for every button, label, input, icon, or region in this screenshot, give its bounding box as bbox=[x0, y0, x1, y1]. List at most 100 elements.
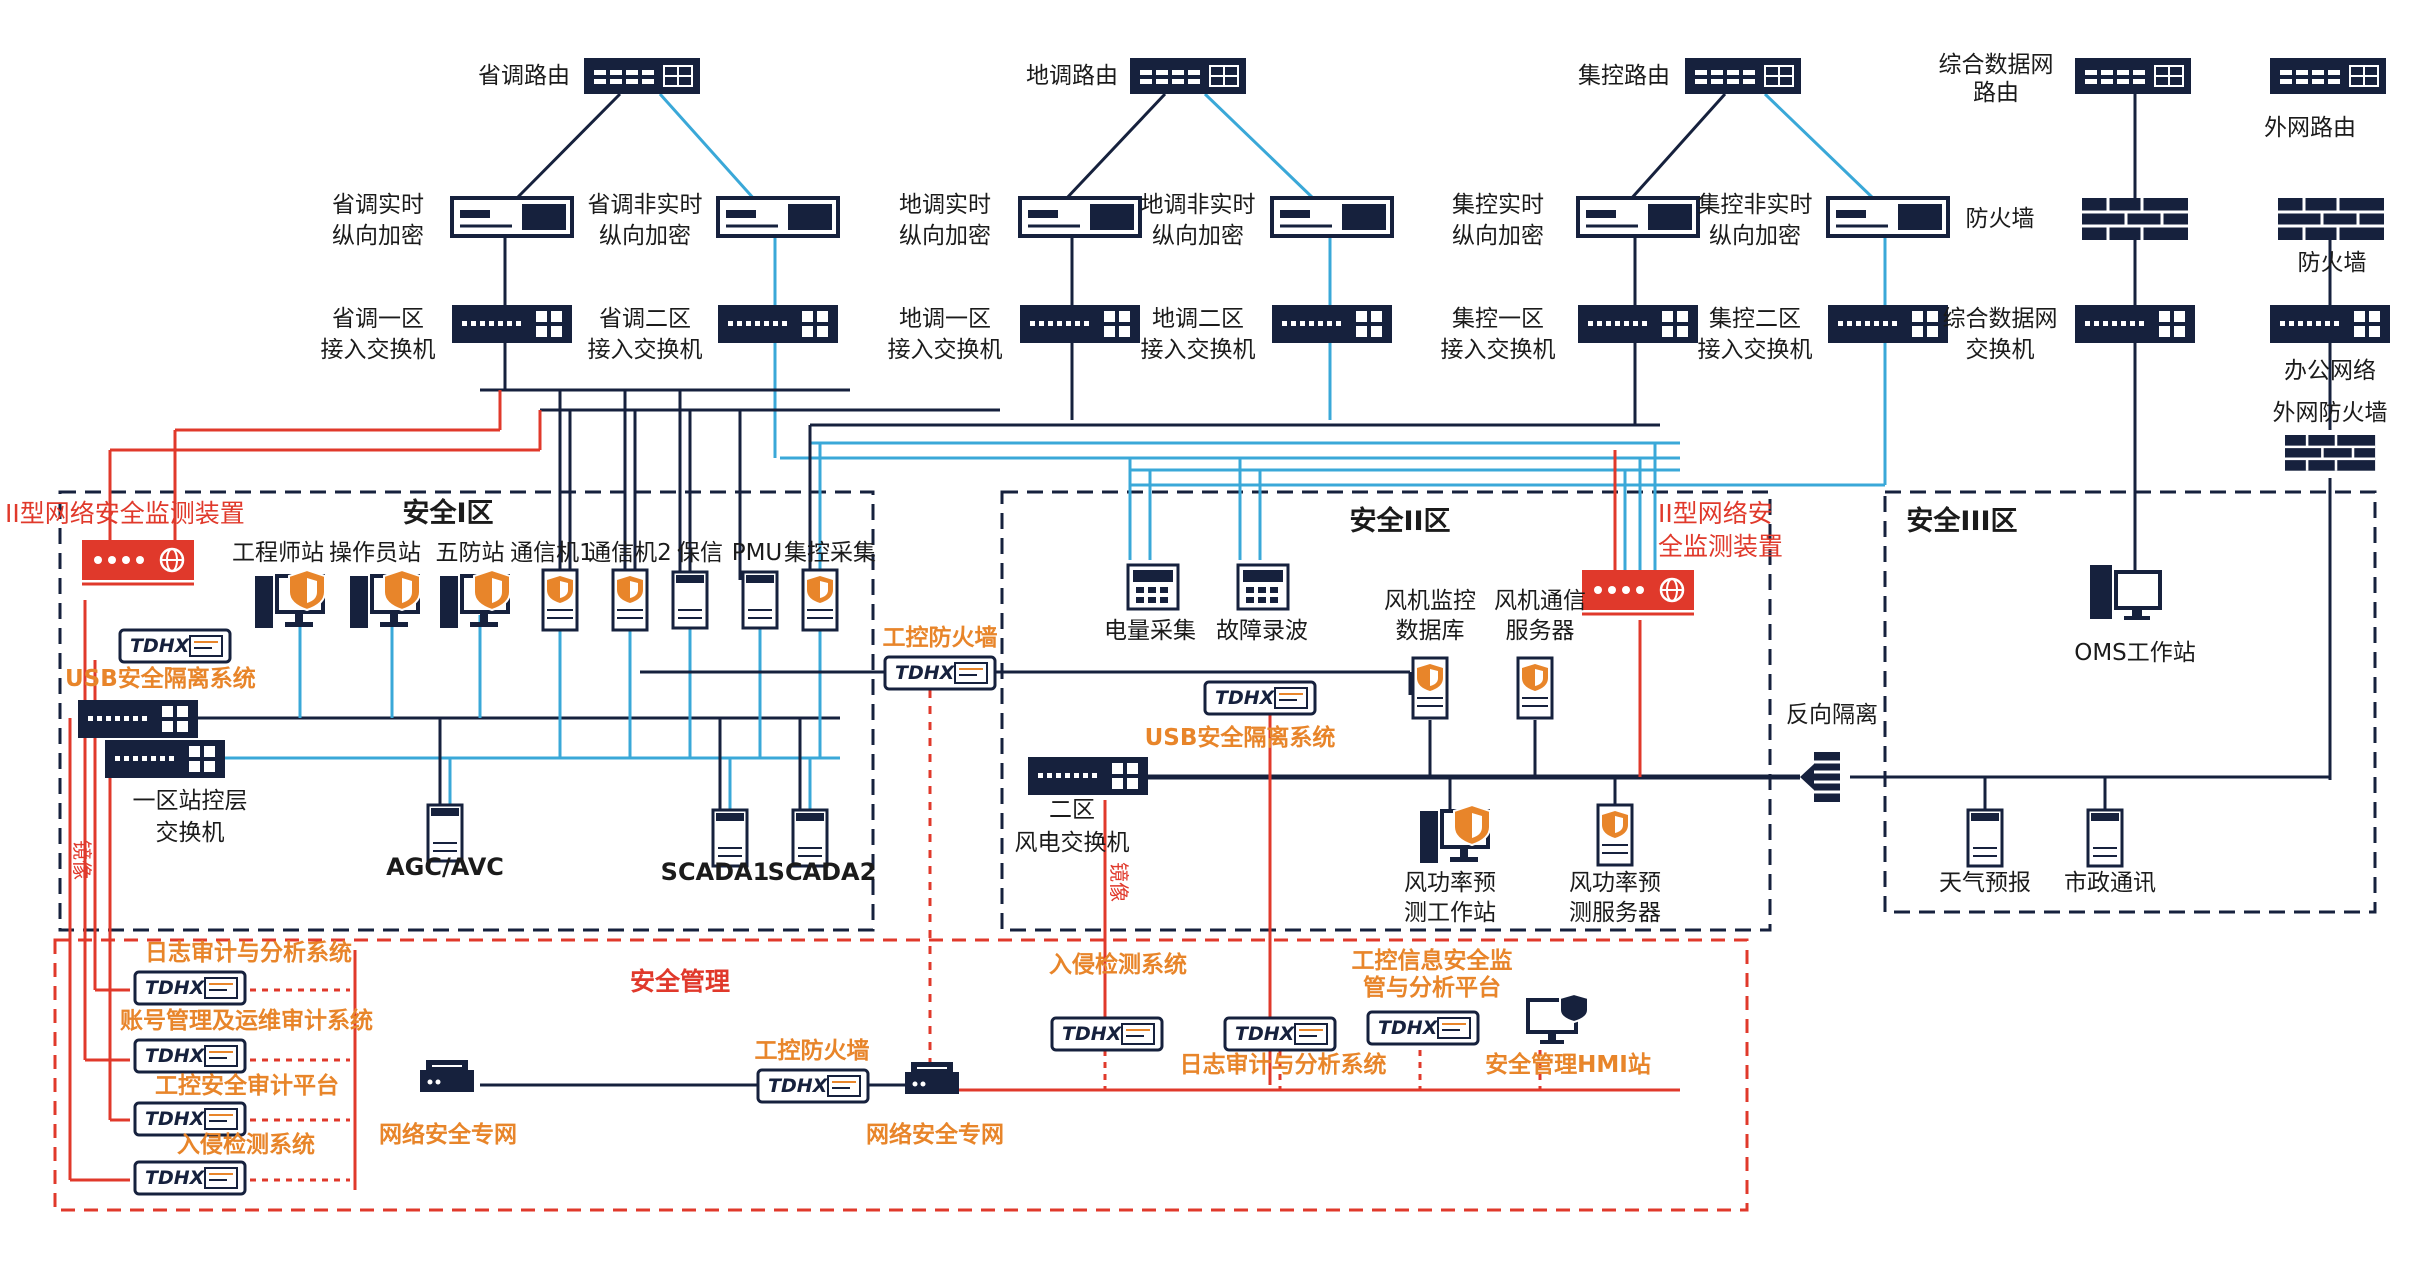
device-label-engineer: 工程师站 bbox=[232, 540, 324, 566]
svg-text:工控信息安全监: 工控信息安全监 bbox=[1352, 947, 1513, 974]
svg-text:接入交换机: 接入交换机 bbox=[1698, 337, 1813, 363]
svg-text:TDHX: TDHX bbox=[145, 1108, 206, 1130]
zone2-monitor: II型网络安 全监测装置 bbox=[1580, 499, 1783, 616]
svg-text:地调非实时: 地调非实时 bbox=[1141, 192, 1256, 218]
svg-text:TDHX: TDHX bbox=[145, 977, 206, 999]
zone2-usb: TDHX USB安全隔离系统 bbox=[1145, 680, 1336, 751]
oms-workstation: OMS工作站 bbox=[2074, 565, 2196, 666]
router-local: 地调路由 bbox=[1026, 57, 1247, 95]
svg-text:风功率预: 风功率预 bbox=[1404, 870, 1496, 896]
encryptor-local-rt: 地调实时 纵向加密 bbox=[899, 192, 1142, 249]
engineer-station-icon bbox=[253, 568, 327, 630]
svg-text:入侵检测系统: 入侵检测系统 bbox=[1049, 951, 1187, 978]
svg-text:交换机: 交换机 bbox=[156, 820, 225, 846]
svg-text:入侵检测系统: 入侵检测系统 bbox=[177, 1131, 315, 1158]
router-ext-label: 外网路由 bbox=[2264, 115, 2356, 141]
switch-prov-2: 省调二区 接入交换机 bbox=[588, 305, 838, 363]
encryptor-cen-nrt: 集控非实时 纵向加密 bbox=[1698, 192, 1950, 249]
svg-text:AGC/AVC: AGC/AVC bbox=[386, 853, 504, 881]
router-central: 集控路由 bbox=[1578, 57, 1802, 95]
svg-text:办公网络: 办公网络 bbox=[2284, 358, 2376, 384]
zone2-title: 安全II区 bbox=[1349, 505, 1450, 537]
svg-text:纵向加密: 纵向加密 bbox=[332, 223, 424, 249]
svg-text:SCADA1: SCADA1 bbox=[661, 858, 770, 886]
reverse-isolation: 反向隔离 bbox=[1786, 702, 1878, 804]
svg-text:纵向加密: 纵向加密 bbox=[1709, 223, 1801, 249]
switch-office: 办公网络 bbox=[2270, 305, 2390, 384]
device-label-baoxin: 保信 bbox=[677, 540, 723, 566]
svg-text:TDHX: TDHX bbox=[145, 1045, 206, 1067]
svg-text:测工作站: 测工作站 bbox=[1404, 900, 1496, 926]
ext-firewall: 外网防火墙 bbox=[2273, 400, 2388, 472]
router-data-net-label-1: 综合数据网 bbox=[1939, 52, 2054, 78]
svg-text:接入交换机: 接入交换机 bbox=[1441, 337, 1556, 363]
svg-text:数据库: 数据库 bbox=[1396, 618, 1465, 644]
svg-text:省调非实时: 省调非实时 bbox=[588, 192, 703, 218]
device-label-comm2: 通信机2 bbox=[588, 540, 672, 566]
zone1-station-switch: 一区站控层 交换机 bbox=[105, 740, 248, 846]
mgmt-ics-audit: 工控安全审计平台 TDHX bbox=[133, 1072, 339, 1137]
svg-text:风电交换机: 风电交换机 bbox=[1015, 830, 1130, 856]
zone3-title: 安全III区 bbox=[1906, 505, 2017, 537]
svg-text:TDHX: TDHX bbox=[1215, 687, 1276, 709]
device-label-collect: 集控采集 bbox=[784, 540, 876, 566]
zone1-usb: TDHX USB安全隔离系统 bbox=[65, 628, 256, 692]
router-prov: 省调路由 bbox=[478, 57, 701, 95]
meter-collector: 电量采集 bbox=[1104, 563, 1196, 644]
router-data-net: 综合数据网 路由 bbox=[1939, 52, 2192, 106]
svg-text:TDHX: TDHX bbox=[768, 1075, 829, 1097]
switch-cen-2: 集控二区 接入交换机 bbox=[1698, 305, 1948, 363]
svg-text:工控防火墙: 工控防火墙 bbox=[755, 1037, 870, 1064]
svg-text:外网防火墙: 外网防火墙 bbox=[2273, 400, 2388, 426]
encryptor-local-nrt: 地调非实时 纵向加密 bbox=[1141, 192, 1394, 249]
collect-server-icon bbox=[801, 568, 839, 632]
mgmt-firewall: 工控防火墙 TDHX bbox=[755, 1037, 870, 1104]
svg-text:纵向加密: 纵向加密 bbox=[899, 223, 991, 249]
svg-text:反向隔离: 反向隔离 bbox=[1786, 702, 1878, 728]
operator-station-icon bbox=[348, 568, 422, 630]
svg-text:账号管理及运维审计系统: 账号管理及运维审计系统 bbox=[120, 1007, 373, 1034]
svg-text:服务器: 服务器 bbox=[1506, 618, 1575, 644]
zone2-links bbox=[1040, 585, 2330, 1085]
router-central-label: 集控路由 bbox=[1578, 63, 1670, 89]
svg-text:电量采集: 电量采集 bbox=[1104, 618, 1196, 644]
svg-text:一区站控层: 一区站控层 bbox=[133, 788, 248, 814]
mgmt-platform: 工控信息安全监 管与分析平台 TDHX bbox=[1352, 947, 1513, 1046]
pmu-server-icon bbox=[741, 570, 779, 630]
scada2: SCADA2 bbox=[768, 808, 876, 886]
svg-text:TDHX: TDHX bbox=[895, 662, 956, 684]
svg-text:纵向加密: 纵向加密 bbox=[1452, 223, 1544, 249]
zone1-title: 安全I区 bbox=[402, 497, 493, 529]
mgmt-log2: TDHX 日志审计与分析系统 bbox=[1180, 1016, 1387, 1078]
svg-text:TDHX: TDHX bbox=[145, 1167, 206, 1189]
svg-text:地调实时: 地调实时 bbox=[899, 192, 991, 218]
industrial-firewall: 工控防火墙 TDHX bbox=[883, 624, 998, 691]
mgmt-hmi: 安全管理HMI站 bbox=[1485, 992, 1651, 1078]
fault-recorder: 故障录波 bbox=[1216, 563, 1308, 644]
encryptor-prov-nrt: 省调非实时 纵向加密 bbox=[588, 192, 840, 249]
device-label-5fang: 五防站 bbox=[436, 540, 505, 566]
encryptor-prov-rt: 省调实时 纵向加密 bbox=[332, 192, 574, 249]
device-label-operator: 操作员站 bbox=[329, 540, 421, 566]
svg-text:风功率预: 风功率预 bbox=[1569, 870, 1661, 896]
svg-text:TDHX: TDHX bbox=[1235, 1023, 1296, 1045]
svg-text:故障录波: 故障录波 bbox=[1216, 618, 1308, 644]
svg-text:接入交换机: 接入交换机 bbox=[1141, 337, 1256, 363]
router-data-net-label-2: 路由 bbox=[1973, 80, 2019, 106]
comm1-server-icon bbox=[541, 568, 579, 632]
svg-text:省调实时: 省调实时 bbox=[332, 192, 424, 218]
svg-text:USB安全隔离系统: USB安全隔离系统 bbox=[1145, 724, 1336, 751]
mgmt-account: 账号管理及运维审计系统 TDHX bbox=[120, 1007, 373, 1074]
wind-comm-server: 风机通信 服务器 bbox=[1494, 588, 1586, 720]
zone2-mirror-label: 镜像 bbox=[1107, 862, 1131, 902]
svg-text:省调二区: 省调二区 bbox=[599, 306, 691, 332]
svg-text:OMS工作站: OMS工作站 bbox=[2074, 640, 2196, 666]
svg-text:接入交换机: 接入交换机 bbox=[888, 337, 1003, 363]
zone1-monitor-label: II型网络安全监测装置 bbox=[5, 499, 245, 528]
svg-text:日志审计与分析系统: 日志审计与分析系统 bbox=[1180, 1051, 1387, 1078]
router-ext: 外网路由 bbox=[2264, 57, 2387, 141]
zone1-devices: 工程师站 操作员站 五防站 通信机1 通信机2 保信 PMU 集控采集 bbox=[232, 540, 876, 632]
switch-local-2: 地调二区 接入交换机 bbox=[1141, 305, 1392, 363]
